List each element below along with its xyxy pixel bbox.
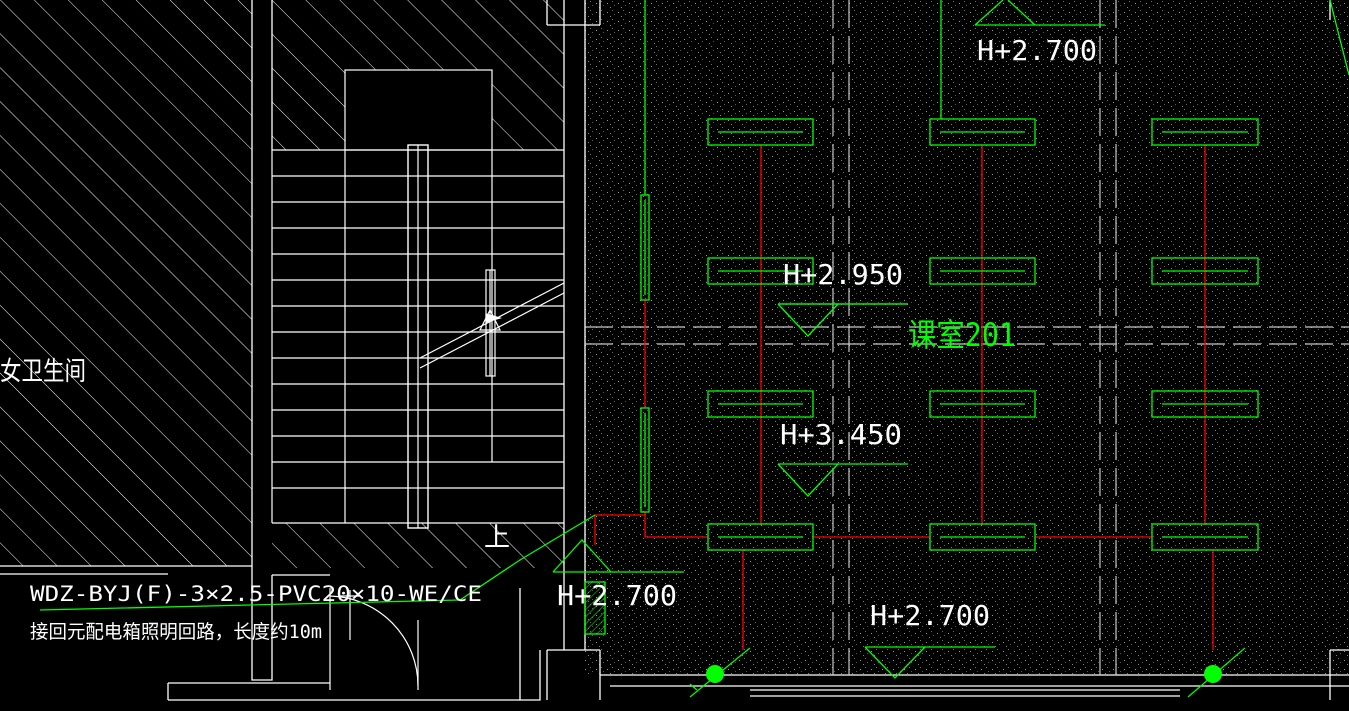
stair	[271, 69, 565, 529]
text-labels: H+2.700 H+2.950 H+3.450 H+2.700 H+2.700 …	[0, 34, 1097, 643]
grid-lines	[585, 0, 1349, 675]
wiring	[594, 145, 1214, 650]
outlets	[689, 647, 1246, 698]
elevation-markers	[552, 0, 1105, 679]
fixture-r2c1	[707, 257, 814, 285]
stair-up-label: 上	[484, 523, 510, 553]
left-room-label: 女卫生间	[0, 357, 86, 387]
fixture-r3c2	[929, 390, 1036, 418]
fixture-r1c3	[1151, 118, 1259, 146]
room-name-label: 课室201	[908, 316, 1016, 354]
outlet-right	[1204, 665, 1222, 683]
fixture-r3c1	[707, 390, 814, 418]
blackboard-light-lower	[640, 407, 650, 513]
fixture-r4c3	[1151, 523, 1259, 551]
fixture-r2c2	[929, 257, 1036, 285]
fixture-r4c2	[929, 523, 1036, 551]
distribution-box	[584, 581, 606, 635]
fixture-r1c2	[929, 118, 1036, 146]
elevation-label-bottom: H+2.700	[870, 599, 990, 632]
fixture-r1c1	[707, 118, 814, 146]
light-fixtures	[39, 0, 1349, 611]
circuit-note-label: 接回元配电箱照明回路，长度约10m	[30, 621, 322, 643]
elevation-label-2950: H+2.950	[783, 258, 903, 291]
door-swing	[329, 588, 419, 690]
elevation-label-door: H+2.700	[557, 579, 677, 612]
hatched-zone	[0, 0, 564, 568]
classroom-floor	[585, 0, 1349, 675]
elevation-label-3450: H+3.450	[780, 418, 902, 451]
fixture-r3c3	[1151, 390, 1259, 418]
fixture-r2c3	[1151, 257, 1259, 285]
fixture-r4c1	[707, 523, 814, 551]
elevation-label-top: H+2.700	[977, 34, 1097, 67]
outlet-left	[706, 665, 724, 683]
circuit-spec-label: WDZ-BYJ(F)-3×2.5-PVC20×10-WE/CE	[30, 582, 482, 606]
